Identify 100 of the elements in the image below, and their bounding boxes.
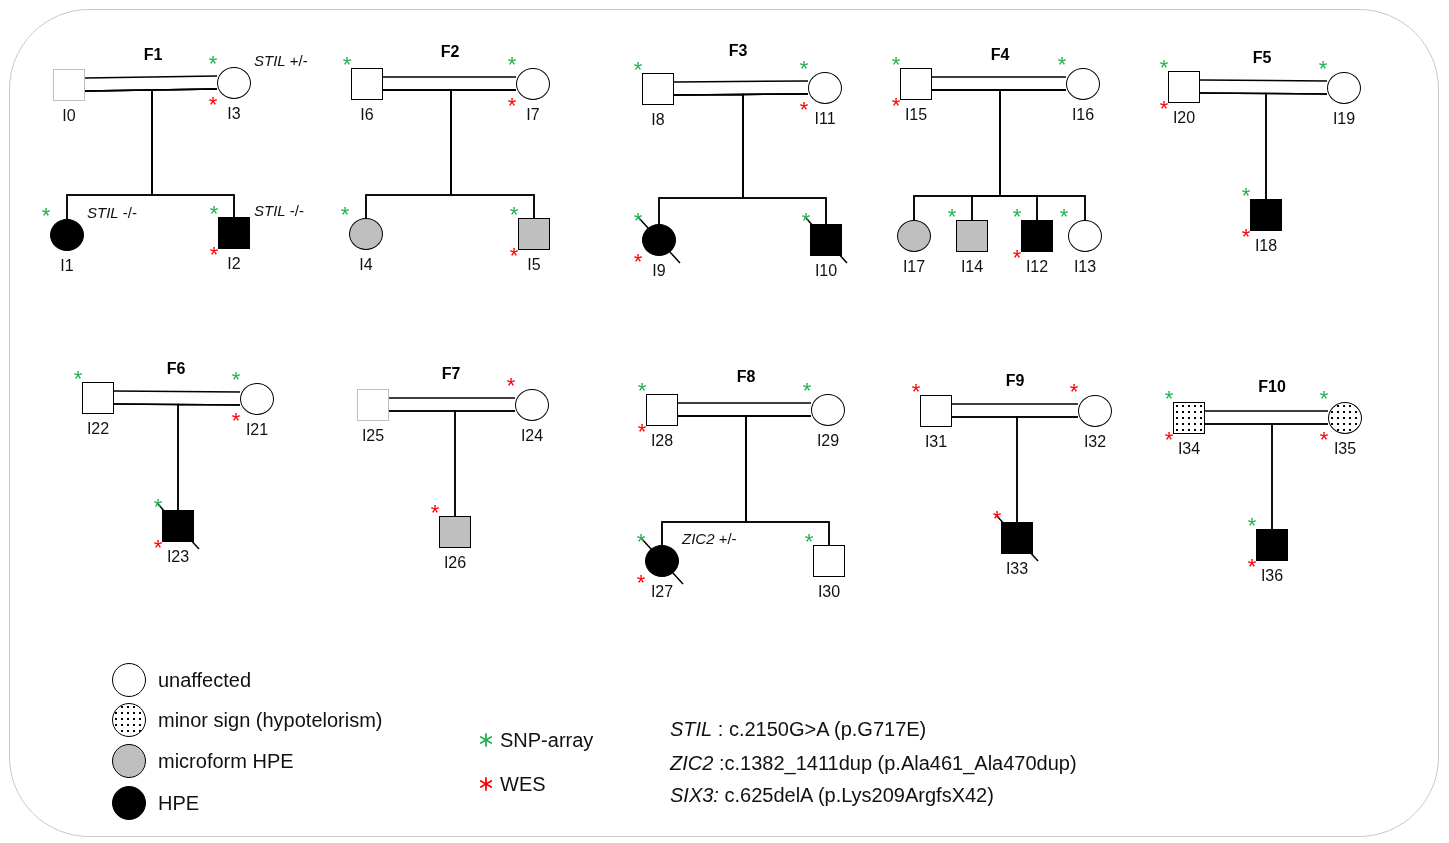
test-asterisk: * (340, 207, 350, 219)
test-asterisk: * (1164, 391, 1174, 403)
test-asterisk: * (891, 57, 901, 69)
family-title: F8 (736, 368, 756, 386)
individual-id: I10 (814, 262, 838, 280)
male-square (1001, 522, 1033, 554)
family-title: F2 (440, 43, 460, 61)
individual-id: I18 (1254, 237, 1278, 255)
individual-id: I16 (1071, 106, 1095, 124)
test-asterisk: * (633, 213, 643, 225)
female-circle (811, 394, 845, 426)
test-asterisk: * (1059, 209, 1069, 221)
test-asterisk: * (801, 213, 811, 225)
variant-note: STIL : c.2150G>A (p.G717E) (670, 717, 927, 741)
consanguineous-marriage-line (673, 80, 809, 96)
female-circle (1078, 395, 1112, 427)
male-square (439, 516, 471, 548)
test-asterisk: * (1247, 518, 1257, 530)
individual-id: I6 (360, 106, 374, 124)
male-square (920, 395, 952, 427)
descent-line (999, 89, 1086, 221)
test-asterisk: * (208, 97, 218, 109)
test-asterisk: * (1012, 209, 1022, 221)
individual-id: I24 (520, 427, 544, 445)
male-square (82, 382, 114, 414)
individual-id: I33 (1005, 560, 1029, 578)
female-circle (642, 224, 676, 256)
individual-id: I21 (245, 421, 269, 439)
test-asterisk: * (231, 413, 241, 425)
individual-id: I14 (960, 258, 984, 276)
male-square (810, 224, 842, 256)
individual-id: I31 (924, 433, 948, 451)
female-circle (1066, 68, 1100, 100)
test-asterisk: * (153, 499, 163, 511)
test-asterisk: * (637, 424, 647, 436)
legend-label: HPE (158, 791, 200, 815)
family-title: F10 (1258, 378, 1286, 396)
test-asterisk: * (637, 383, 647, 395)
male-square (351, 68, 383, 100)
individual-id: I32 (1083, 433, 1107, 451)
test-asterisk: * (1319, 432, 1329, 444)
male-square (646, 394, 678, 426)
test-asterisk: * (209, 247, 219, 259)
test-asterisk: * (1159, 60, 1169, 72)
individual-id: I11 (814, 110, 836, 128)
test-asterisk: * (41, 208, 51, 220)
legend-label: microform HPE (158, 749, 294, 773)
descent-line (1016, 416, 1079, 523)
test-asterisk: * (1319, 391, 1329, 403)
individual-id: I1 (60, 257, 74, 275)
test-asterisk: * (1057, 57, 1067, 69)
individual-id: I35 (1333, 440, 1357, 458)
test-asterisk: * (804, 534, 814, 546)
genotype-label: STIL -/- (87, 204, 137, 222)
male-square (218, 217, 250, 249)
individual-id: I7 (526, 106, 540, 124)
female-circle (1068, 220, 1102, 252)
descent-line (450, 89, 535, 219)
genotype-label: ZIC2 +/- (682, 530, 737, 548)
descent-line (742, 93, 827, 225)
individual-id: I8 (651, 111, 665, 129)
test-asterisk: * (633, 254, 643, 266)
genotype-label: STIL +/- (254, 52, 308, 70)
individual-id: I26 (443, 554, 467, 572)
female-circle (240, 383, 274, 415)
female-circle (1327, 72, 1361, 104)
individual-id: I2 (227, 255, 241, 273)
test-asterisk: * (231, 372, 241, 384)
male-square (1021, 220, 1053, 252)
test-asterisk: * (430, 505, 440, 517)
individual-id: I9 (652, 262, 666, 280)
test-asterisk: * (208, 56, 218, 68)
female-circle (645, 545, 679, 577)
test-asterisk: * (507, 57, 517, 69)
male-square (1250, 199, 1282, 231)
test-asterisk: * (633, 62, 643, 74)
male-square (53, 69, 85, 101)
individual-id: I28 (650, 432, 674, 450)
test-asterisk: * (153, 540, 163, 552)
male-square (162, 510, 194, 542)
family-title: F5 (1252, 49, 1272, 67)
individual-id: I3 (227, 105, 241, 123)
individual-id: I17 (902, 258, 926, 276)
individual-id: I27 (650, 583, 674, 601)
male-square (1256, 529, 1288, 561)
test-asterisk: * (1318, 61, 1328, 73)
test-asterisk: * (802, 383, 812, 395)
descent-line (1271, 423, 1329, 530)
male-square (1173, 402, 1205, 434)
test-asterisk: * (1012, 250, 1022, 262)
individual-id: I5 (527, 256, 541, 274)
female-circle (515, 389, 549, 421)
legend-label: minor sign (hypotelorism) (158, 708, 383, 732)
test-asterisk: * (1247, 559, 1257, 571)
individual-id: I29 (816, 432, 840, 450)
female-circle (1328, 402, 1362, 434)
female-circle (808, 72, 842, 104)
individual-id: I19 (1332, 110, 1356, 128)
test-asterisk: * (1159, 101, 1169, 113)
descent-line (151, 88, 235, 218)
